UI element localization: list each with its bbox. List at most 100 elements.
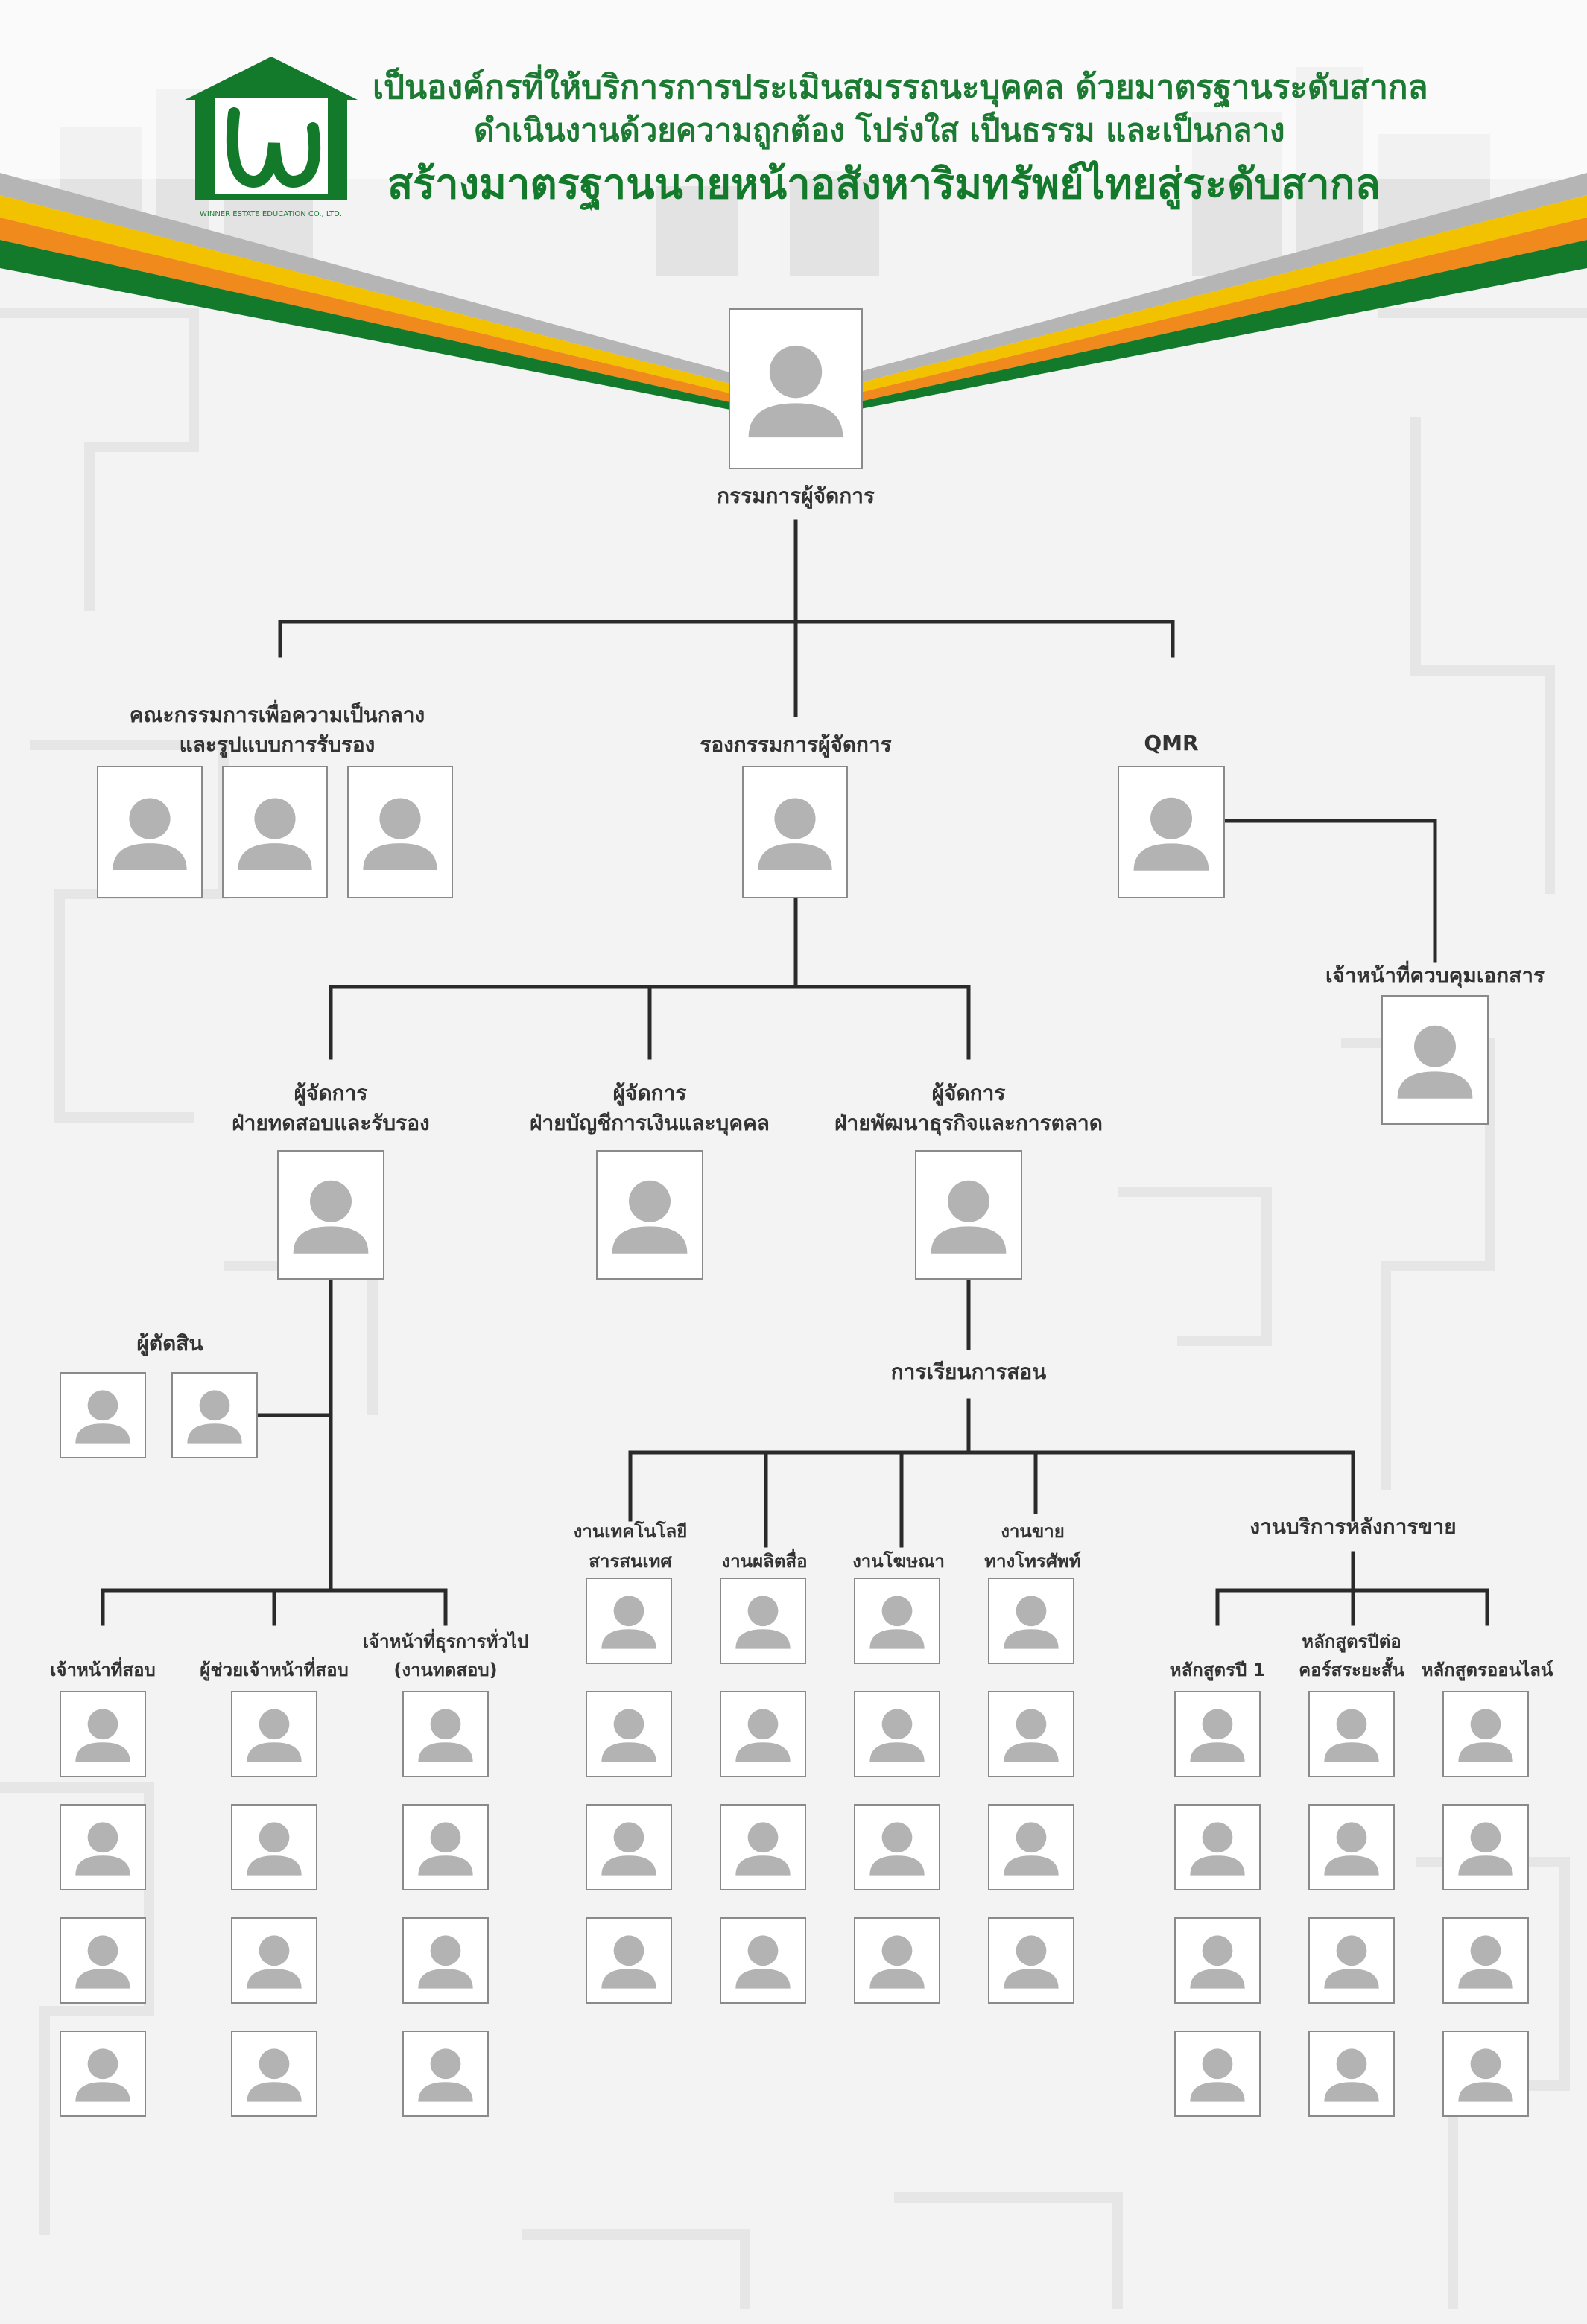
person-avatar-icon: [75, 1935, 130, 1989]
telesales-photo-3: [988, 1804, 1074, 1890]
advertising-photo-1: [854, 1578, 940, 1664]
judge-photo-2: [171, 1372, 258, 1458]
judge-photo-1: [60, 1372, 146, 1458]
deputy-md-photo: [742, 766, 848, 898]
person-avatar-icon: [601, 1822, 656, 1876]
person-avatar-icon: [612, 1180, 688, 1254]
committee-photo-2: [222, 766, 328, 898]
doc-control-photo: [1381, 995, 1489, 1125]
label-teaching: การเรียนการสอน: [890, 1359, 1047, 1384]
person-avatar-icon: [247, 2048, 302, 2102]
course-1year-photo-2: [1174, 1804, 1261, 1890]
person-avatar-icon: [247, 1709, 302, 1762]
advertising-photo-2: [854, 1691, 940, 1777]
course-1year-photo-4: [1174, 2031, 1261, 2117]
course-ext-photo-2: [1308, 1804, 1395, 1890]
course-online-photo-2: [1442, 1804, 1529, 1890]
connector-teaching-bar: [628, 1450, 1355, 1522]
person-avatar-icon: [1458, 1935, 1513, 1989]
logo-caption: WINNER ESTATE EDUCATION CO., LTD.: [200, 210, 343, 218]
telesales-photo-1: [988, 1578, 1074, 1664]
person-avatar-icon: [1458, 1822, 1513, 1876]
label-course-ext-1: หลักสูตรปีต่อ: [1302, 1631, 1401, 1652]
exam-officer-photo-3: [60, 1917, 146, 2004]
course-online-photo-4: [1442, 2031, 1529, 2117]
connector-qmr-doc: [1223, 819, 1437, 963]
exam-officer-photo-1: [60, 1691, 146, 1777]
committee-photo-1: [97, 766, 203, 898]
person-avatar-icon: [75, 1709, 130, 1762]
person-avatar-icon: [748, 345, 843, 438]
telesales-photo-4: [988, 1917, 1074, 2004]
label-it-2: สารสนเทศ: [589, 1551, 672, 1572]
label-it-1: งานเทคโนโลยี: [573, 1521, 688, 1542]
media-photo-1: [720, 1578, 806, 1664]
label-exam-officer: เจ้าหน้าที่สอบ: [50, 1660, 156, 1680]
header-line-3: สร้างมาตรฐานนายหน้าอสังหาริมทรัพย์ไทยสู่…: [387, 160, 1381, 209]
label-advertising: งานโฆษณา: [852, 1551, 945, 1572]
person-avatar-icon: [1190, 1935, 1245, 1989]
person-avatar-icon: [601, 1709, 656, 1762]
label-general-admin-1: เจ้าหน้าที่ธุรการทั่วไป: [362, 1631, 529, 1652]
person-avatar-icon: [869, 1935, 925, 1989]
course-online-photo-3: [1442, 1917, 1529, 2004]
person-avatar-icon: [1458, 1709, 1513, 1762]
it-photo-2: [586, 1691, 672, 1777]
label-media: งานผลิตสื่อ: [721, 1551, 808, 1572]
general-admin-photo-1: [402, 1691, 489, 1777]
it-photo-4: [586, 1917, 672, 2004]
person-avatar-icon: [75, 1390, 130, 1444]
person-avatar-icon: [75, 1822, 130, 1876]
course-ext-photo-3: [1308, 1917, 1395, 2004]
telesales-photo-2: [988, 1691, 1074, 1777]
person-avatar-icon: [247, 1935, 302, 1989]
person-avatar-icon: [735, 1709, 791, 1762]
person-avatar-icon: [735, 1596, 791, 1649]
label-course-online: หลักสูตรออนไลน์: [1421, 1660, 1553, 1680]
course-online-photo-1: [1442, 1691, 1529, 1777]
media-photo-3: [720, 1804, 806, 1890]
exam-officer-photo-2: [60, 1804, 146, 1890]
it-photo-3: [586, 1804, 672, 1890]
general-admin-photo-2: [402, 1804, 489, 1890]
mgr-testing-photo: [277, 1150, 384, 1280]
header-line-2: ดำเนินงานด้วยความถูกต้อง โปร่งใส เป็นธรร…: [474, 112, 1285, 148]
label-general-admin-2: (งานทดสอบ): [393, 1660, 498, 1680]
label-course-1year: หลักสูตรปี 1: [1169, 1660, 1266, 1680]
person-avatar-icon: [363, 798, 437, 871]
person-avatar-icon: [1004, 1596, 1059, 1649]
label-after-sales: งานบริการหลังการขาย: [1249, 1514, 1457, 1539]
person-avatar-icon: [113, 798, 187, 871]
label-telesales-2: ทางโทรศัพท์: [984, 1551, 1081, 1572]
label-judges: ผู้ตัดสิน: [136, 1331, 203, 1356]
exam-officer-photo-4: [60, 2031, 146, 2117]
course-ext-photo-1: [1308, 1691, 1395, 1777]
general-admin-photo-4: [402, 2031, 489, 2117]
house-logo-icon: [185, 57, 358, 200]
person-avatar-icon: [735, 1822, 791, 1876]
person-avatar-icon: [735, 1935, 791, 1989]
person-avatar-icon: [418, 1935, 473, 1989]
exam-assistant-photo-3: [231, 1917, 317, 2004]
mgr-finance-photo: [596, 1150, 703, 1280]
it-photo-1: [586, 1578, 672, 1664]
label-qmr: QMR: [1144, 731, 1199, 755]
label-committee-2: และรูปแบบการรับรอง: [179, 732, 376, 757]
mgr-business-photo: [915, 1150, 1022, 1280]
person-avatar-icon: [1324, 2048, 1379, 2102]
exam-assistant-photo-1: [231, 1691, 317, 1777]
person-avatar-icon: [187, 1390, 242, 1444]
qmr-photo: [1118, 766, 1225, 898]
person-avatar-icon: [293, 1180, 369, 1254]
person-avatar-icon: [418, 1709, 473, 1762]
person-avatar-icon: [601, 1596, 656, 1649]
person-avatar-icon: [1004, 1822, 1059, 1876]
label-mgr-finance-2: ฝ่ายบัญชีการเงินและบุคคล: [530, 1111, 770, 1135]
label-deputy-md: รองกรรมการผู้จัดการ: [700, 732, 892, 757]
label-md: กรรมการผู้จัดการ: [717, 483, 875, 508]
label-mgr-finance-1: ผู้จัดการ: [612, 1081, 687, 1105]
media-photo-4: [720, 1917, 806, 2004]
person-avatar-icon: [418, 1822, 473, 1876]
header-line-1: เป็นองค์กรที่ให้บริการการประเมินสมรรถนะบ…: [373, 69, 1428, 107]
person-avatar-icon: [75, 2048, 130, 2102]
